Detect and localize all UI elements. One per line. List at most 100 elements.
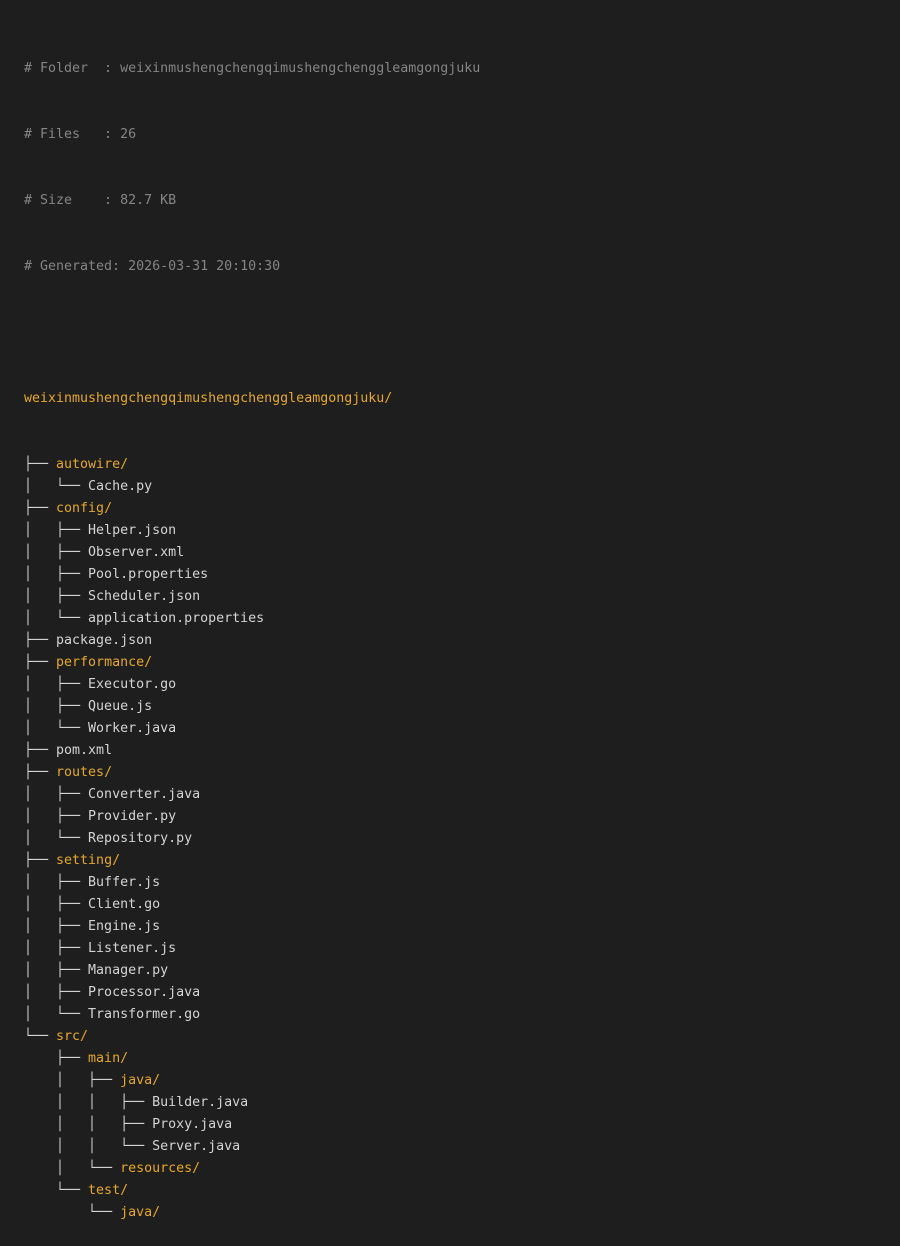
tree-lines: ├── autowire/│ └── Cache.py├── config/│ … xyxy=(24,454,890,1224)
tree-branch-connector: ├── xyxy=(24,765,57,780)
file-name[interactable]: Pool.properties xyxy=(88,567,209,582)
tree-branch-connector: │ │ ├── xyxy=(24,1117,153,1132)
tree-folder-row[interactable]: ├── config/ xyxy=(24,498,890,520)
folder-name[interactable]: config/ xyxy=(56,501,113,516)
tree-file-row[interactable]: │ └── Repository.py xyxy=(24,828,890,850)
tree-file-row[interactable]: │ ├── Converter.java xyxy=(24,784,890,806)
tree-file-row[interactable]: │ └── application.properties xyxy=(24,608,890,630)
file-name[interactable]: pom.xml xyxy=(56,743,113,758)
tree-folder-row[interactable]: │ └── resources/ xyxy=(24,1158,890,1180)
file-name[interactable]: Scheduler.json xyxy=(88,589,201,604)
tree-branch-connector: │ ├── xyxy=(24,919,89,934)
root-folder[interactable]: weixinmushengchengqimushengchenggleamgon… xyxy=(24,391,393,406)
tree-file-row[interactable]: │ ├── Client.go xyxy=(24,894,890,916)
folder-name[interactable]: test/ xyxy=(88,1183,129,1198)
folder-name[interactable]: java/ xyxy=(120,1205,161,1220)
tree-folder-row[interactable]: ├── performance/ xyxy=(24,652,890,674)
folder-name[interactable]: routes/ xyxy=(56,765,113,780)
file-name[interactable]: Manager.py xyxy=(88,963,169,978)
tree-branch-connector: ├── xyxy=(24,853,57,868)
file-name[interactable]: package.json xyxy=(56,633,153,648)
tree-branch-connector: │ └── xyxy=(24,1007,89,1022)
tree-branch-connector: ├── xyxy=(24,633,57,648)
file-name[interactable]: Listener.js xyxy=(88,941,177,956)
tree-branch-connector: │ ├── xyxy=(24,875,89,890)
tree-file-row[interactable]: │ ├── Listener.js xyxy=(24,938,890,960)
tree-file-row[interactable]: ├── package.json xyxy=(24,630,890,652)
tree-branch-connector: │ ├── xyxy=(24,941,89,956)
file-name[interactable]: Helper.json xyxy=(88,523,177,538)
tree-branch-connector: │ └── xyxy=(24,479,89,494)
tree-branch-connector: │ ├── xyxy=(24,985,89,1000)
file-name[interactable]: Buffer.js xyxy=(88,875,161,890)
file-name[interactable]: Converter.java xyxy=(88,787,201,802)
folder-name[interactable]: main/ xyxy=(88,1051,129,1066)
tree-file-row[interactable]: ├── pom.xml xyxy=(24,740,890,762)
file-name[interactable]: Server.java xyxy=(152,1139,241,1154)
folder-name[interactable]: setting/ xyxy=(56,853,121,868)
tree-folder-row[interactable]: └── test/ xyxy=(24,1180,890,1202)
tree-file-row[interactable]: │ ├── Provider.py xyxy=(24,806,890,828)
folder-info-line: # Folder : weixinmushengchengqimushengch… xyxy=(24,61,481,76)
tree-file-row[interactable]: │ ├── Scheduler.json xyxy=(24,586,890,608)
generated-line: # Generated: 2026-03-31 20:10:30 xyxy=(24,259,281,274)
file-name[interactable]: Cache.py xyxy=(88,479,153,494)
tree-file-row[interactable]: │ ├── Engine.js xyxy=(24,916,890,938)
folder-name[interactable]: src/ xyxy=(56,1029,89,1044)
file-name[interactable]: Queue.js xyxy=(88,699,153,714)
file-name[interactable]: Repository.py xyxy=(88,831,193,846)
file-name[interactable]: Client.go xyxy=(88,897,161,912)
tree-branch-connector: │ ├── xyxy=(24,589,89,604)
tree-file-row[interactable]: │ ├── Helper.json xyxy=(24,520,890,542)
tree-branch-connector: │ │ └── xyxy=(24,1139,153,1154)
tree-file-row[interactable]: │ ├── Observer.xml xyxy=(24,542,890,564)
tree-file-row[interactable]: │ ├── Processor.java xyxy=(24,982,890,1004)
tree-file-row[interactable]: │ ├── Buffer.js xyxy=(24,872,890,894)
file-name[interactable]: Processor.java xyxy=(88,985,201,1000)
tree-branch-connector: └── xyxy=(24,1183,89,1198)
file-name[interactable]: Builder.java xyxy=(152,1095,249,1110)
file-tree-view: # Folder : weixinmushengchengqimushengch… xyxy=(24,14,890,1246)
tree-file-row[interactable]: │ └── Cache.py xyxy=(24,476,890,498)
tree-file-row[interactable]: │ ├── Manager.py xyxy=(24,960,890,982)
file-name[interactable]: Executor.go xyxy=(88,677,177,692)
tree-branch-connector: └── xyxy=(24,1205,121,1220)
file-name[interactable]: Provider.py xyxy=(88,809,177,824)
folder-name[interactable]: java/ xyxy=(120,1073,161,1088)
tree-folder-row[interactable]: │ ├── java/ xyxy=(24,1070,890,1092)
file-name[interactable]: Proxy.java xyxy=(152,1117,233,1132)
folder-name[interactable]: autowire/ xyxy=(56,457,129,472)
tree-folder-row[interactable]: └── src/ xyxy=(24,1026,890,1048)
tree-file-row[interactable]: │ ├── Executor.go xyxy=(24,674,890,696)
tree-file-row[interactable]: │ │ ├── Builder.java xyxy=(24,1092,890,1114)
tree-branch-connector: │ └── xyxy=(24,721,89,736)
tree-file-row[interactable]: │ │ └── Server.java xyxy=(24,1136,890,1158)
tree-branch-connector: │ └── xyxy=(24,611,89,626)
tree-branch-connector: ├── xyxy=(24,743,57,758)
tree-branch-connector: ├── xyxy=(24,655,57,670)
tree-file-row[interactable]: │ └── Worker.java xyxy=(24,718,890,740)
tree-folder-row[interactable]: ├── autowire/ xyxy=(24,454,890,476)
folder-name[interactable]: resources/ xyxy=(120,1161,201,1176)
tree-folder-row[interactable]: └── java/ xyxy=(24,1202,890,1224)
folder-name[interactable]: performance/ xyxy=(56,655,153,670)
tree-file-row[interactable]: │ ├── Pool.properties xyxy=(24,564,890,586)
file-name[interactable]: application.properties xyxy=(88,611,265,626)
tree-file-row[interactable]: │ └── Transformer.go xyxy=(24,1004,890,1026)
tree-branch-connector: │ ├── xyxy=(24,523,89,538)
tree-branch-connector: └── xyxy=(24,1029,57,1044)
tree-file-row[interactable]: │ ├── Queue.js xyxy=(24,696,890,718)
tree-branch-connector: ├── xyxy=(24,1051,89,1066)
tree-branch-connector: │ ├── xyxy=(24,545,89,560)
file-name[interactable]: Worker.java xyxy=(88,721,177,736)
tree-folder-row[interactable]: ├── main/ xyxy=(24,1048,890,1070)
tree-branch-connector: │ └── xyxy=(24,831,89,846)
tree-branch-connector: │ ├── xyxy=(24,567,89,582)
file-name[interactable]: Transformer.go xyxy=(88,1007,201,1022)
size-line: # Size : 82.7 KB xyxy=(24,193,177,208)
file-name[interactable]: Engine.js xyxy=(88,919,161,934)
tree-file-row[interactable]: │ │ ├── Proxy.java xyxy=(24,1114,890,1136)
tree-folder-row[interactable]: ├── setting/ xyxy=(24,850,890,872)
file-name[interactable]: Observer.xml xyxy=(88,545,185,560)
tree-folder-row[interactable]: ├── routes/ xyxy=(24,762,890,784)
